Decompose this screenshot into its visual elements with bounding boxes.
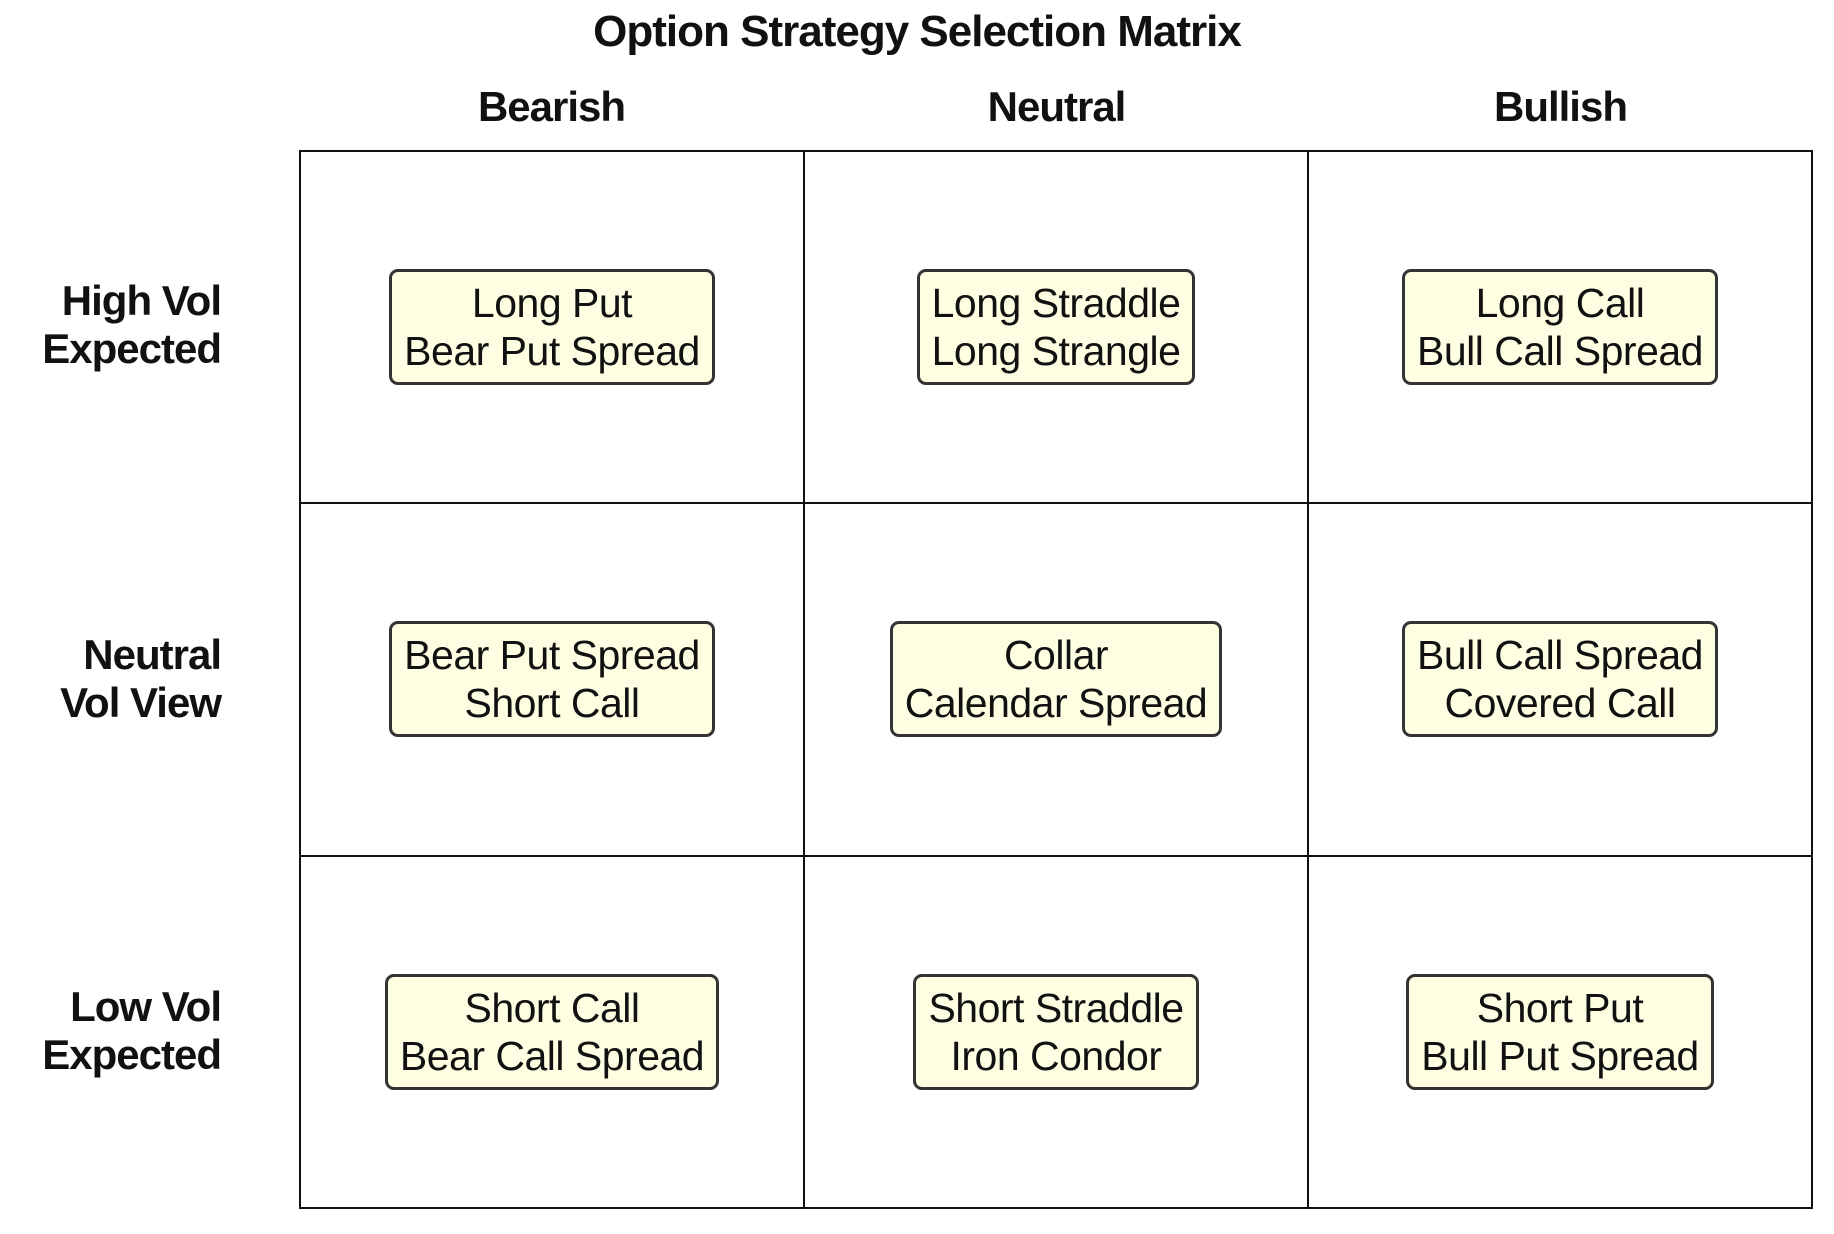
row-header-line: High Vol (61, 277, 222, 324)
strategy-label: Bull Put Spread (1421, 1032, 1699, 1079)
row-header-line: Neutral (83, 631, 222, 678)
strategy-label: Covered Call (1444, 680, 1677, 727)
strategy-label: Short Call (464, 680, 640, 727)
strategy-label: Bear Call Spread (399, 1032, 705, 1079)
strategy-label: Bear Put Spread (404, 632, 700, 679)
strategy-label: Long Straddle (931, 280, 1181, 327)
strategy-label: Bull Call Spread (1417, 632, 1704, 679)
strategy-label: Long Strangle (931, 328, 1181, 375)
column-header-neutral: Neutral (987, 83, 1127, 130)
strategy-label: Iron Condor (950, 1032, 1162, 1079)
strategy-label: Long Call (1475, 280, 1645, 327)
strategy-label: Bull Call Spread (1417, 328, 1704, 375)
column-header-bearish: Bearish (477, 83, 626, 130)
diagram-title: Option Strategy Selection Matrix (593, 7, 1242, 56)
strategy-label: Long Put (471, 280, 633, 327)
column-header-bullish: Bullish (1493, 83, 1628, 130)
strategy-label: Short Straddle (928, 984, 1184, 1031)
strategy-label: Collar (1003, 632, 1109, 679)
row-header-line: Expected (42, 325, 222, 372)
strategy-label: Short Put (1476, 984, 1644, 1031)
row-header-line: Vol View (60, 679, 222, 726)
row-header-line: Expected (42, 1031, 222, 1078)
strategy-label: Short Call (464, 984, 640, 1031)
strategy-label: Calendar Spread (904, 680, 1208, 727)
strategy-label: Bear Put Spread (404, 328, 700, 375)
row-header-line: Low Vol (70, 983, 222, 1030)
